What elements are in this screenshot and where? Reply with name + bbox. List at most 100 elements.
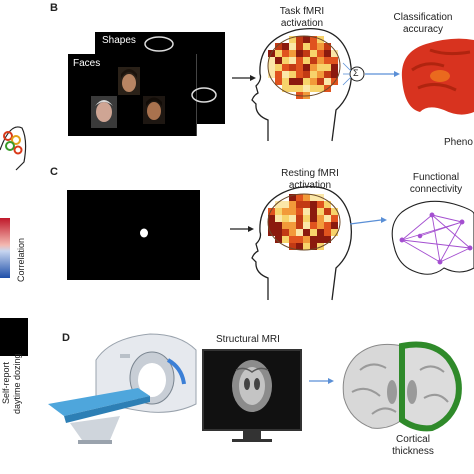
monitor-stand bbox=[243, 431, 261, 439]
heatmap-tile bbox=[289, 85, 296, 92]
phenotype-partial-label: Pheno bbox=[444, 137, 473, 148]
heatmap-tile bbox=[331, 215, 338, 222]
heatmap-tile bbox=[331, 229, 338, 236]
heatmap-tile bbox=[317, 64, 324, 71]
heatmap-tile bbox=[317, 201, 324, 208]
heatmap-tile bbox=[268, 215, 275, 222]
resting-fmri-line2: activation bbox=[288, 180, 332, 191]
classification-label: Classification accuracy bbox=[378, 12, 468, 36]
heatmap-tile bbox=[275, 215, 282, 222]
heatmap-tile bbox=[324, 50, 331, 57]
heatmap-tile bbox=[296, 208, 303, 215]
cortical-thickness-label: Cortical thickness bbox=[378, 434, 448, 458]
heatmap-tile bbox=[303, 215, 310, 222]
heatmap-tile bbox=[282, 64, 289, 71]
heatmap-tile bbox=[296, 85, 303, 92]
heatmap-tile bbox=[303, 43, 310, 50]
head-outline-b bbox=[251, 28, 353, 142]
structural-mri-label: Structural MRI bbox=[216, 334, 280, 345]
heatmap-tile bbox=[268, 64, 275, 71]
connectivity-network bbox=[399, 212, 473, 265]
heatmap-tile bbox=[324, 71, 331, 78]
heatmap-tile bbox=[317, 50, 324, 57]
heatmap-tile bbox=[268, 229, 275, 236]
mri-scanner-illustration bbox=[48, 333, 197, 444]
heatmap-tile bbox=[296, 43, 303, 50]
heatmap-tile bbox=[275, 222, 282, 229]
heatmap-tile bbox=[310, 236, 317, 243]
heatmap-tile bbox=[296, 71, 303, 78]
heatmap-tile bbox=[310, 50, 317, 57]
heatmap-tile bbox=[317, 43, 324, 50]
heatmap-tile bbox=[289, 64, 296, 71]
heatmap-tile bbox=[303, 208, 310, 215]
heatmap-tile bbox=[324, 215, 331, 222]
heatmap-tile bbox=[282, 71, 289, 78]
heatmap-tile bbox=[324, 43, 331, 50]
heatmap-tile bbox=[310, 229, 317, 236]
heatmap-tile bbox=[310, 78, 317, 85]
heatmap-tile bbox=[310, 85, 317, 92]
heatmap-tile bbox=[289, 71, 296, 78]
heatmap-tile bbox=[303, 243, 310, 250]
heatmap-tile bbox=[331, 57, 338, 64]
heatmap-tile bbox=[310, 71, 317, 78]
face-photo-3 bbox=[143, 96, 165, 124]
heatmap-tile bbox=[296, 64, 303, 71]
heatmap-tile bbox=[317, 222, 324, 229]
heatmap-tile bbox=[289, 36, 296, 43]
heatmap-tile bbox=[331, 64, 338, 71]
panel-letter-d: D bbox=[62, 332, 70, 344]
faces-label: Faces bbox=[73, 58, 101, 69]
heatmap-tile bbox=[296, 194, 303, 201]
heatmap-tile bbox=[331, 208, 338, 215]
heatmap-tile bbox=[317, 215, 324, 222]
sum-symbol: Σ bbox=[353, 68, 359, 78]
brain-outline bbox=[267, 193, 341, 251]
shapes-label: Shapes bbox=[102, 35, 136, 46]
heatmap-tile bbox=[289, 78, 296, 85]
panel-letter-c: C bbox=[50, 166, 58, 178]
face-photo-1 bbox=[118, 67, 140, 95]
heatmap-tile bbox=[289, 57, 296, 64]
heatmap-tile bbox=[317, 71, 324, 78]
colorbar-label: Correlation bbox=[16, 237, 26, 282]
face-photo-2 bbox=[91, 96, 117, 128]
heatmap-tile bbox=[289, 229, 296, 236]
correlation-colorbar bbox=[0, 218, 10, 278]
shape-ellipse-bottom bbox=[191, 87, 217, 103]
functional-connectivity-label: Functional connectivity bbox=[398, 172, 474, 196]
heatmap-tile bbox=[296, 215, 303, 222]
heatmap-tile bbox=[275, 236, 282, 243]
resting-screen bbox=[67, 190, 200, 280]
brain-heatmap-b bbox=[267, 35, 341, 99]
arrow-c2 bbox=[349, 219, 382, 225]
cortical-line2: thickness bbox=[392, 446, 434, 457]
heatmap-tile bbox=[317, 229, 324, 236]
classification-line1: Classification bbox=[393, 12, 453, 23]
heatmap-tile bbox=[317, 78, 324, 85]
heatmap-tile bbox=[310, 194, 317, 201]
heatmap-tile bbox=[324, 57, 331, 64]
heatmap-tile bbox=[303, 85, 310, 92]
heatmap-tile bbox=[317, 236, 324, 243]
heatmap-tile bbox=[289, 215, 296, 222]
heatmap-tile bbox=[282, 201, 289, 208]
heatmap-tile bbox=[275, 64, 282, 71]
heatmap-tile bbox=[303, 57, 310, 64]
heatmap-tile bbox=[324, 64, 331, 71]
heatmap-tile bbox=[310, 222, 317, 229]
heatmap-tile bbox=[303, 71, 310, 78]
fixation-dot bbox=[140, 228, 148, 238]
heatmap-tile bbox=[282, 229, 289, 236]
shape-ellipse-top bbox=[144, 36, 174, 52]
heatmap-tile bbox=[282, 50, 289, 57]
heatmap-tile bbox=[268, 222, 275, 229]
heatmap-tile bbox=[324, 78, 331, 85]
classification-line2: accuracy bbox=[402, 24, 443, 35]
heatmap-tile bbox=[296, 243, 303, 250]
coronal-brain-illustration bbox=[342, 341, 462, 432]
heatmap-tile bbox=[268, 208, 275, 215]
heatmap-tile bbox=[303, 78, 310, 85]
heatmap-tile bbox=[275, 71, 282, 78]
